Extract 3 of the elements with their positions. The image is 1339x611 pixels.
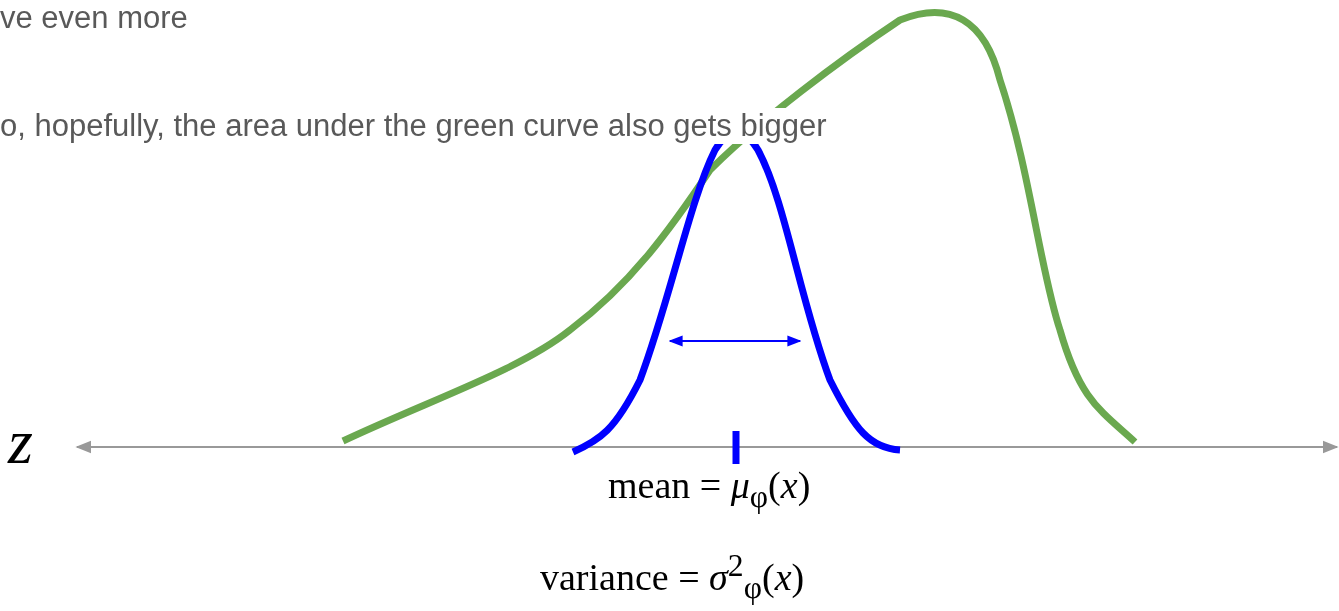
axis-label: z [8, 405, 33, 479]
formula: variance = σ$^{2}$$_{φ}$(x) [540, 548, 805, 607]
formula: mean = μ$_{φ}$(x) [608, 463, 811, 515]
